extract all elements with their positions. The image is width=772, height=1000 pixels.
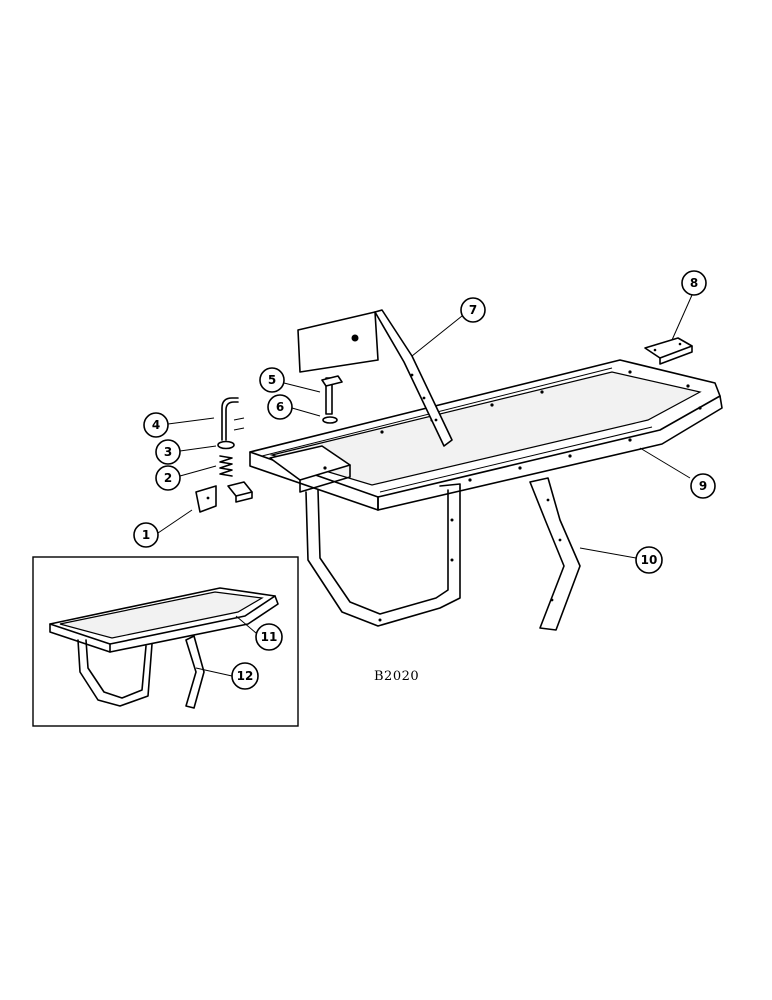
callout-1-label: 1 <box>142 528 150 542</box>
leg-brace <box>529 477 581 631</box>
tray-frame <box>249 359 723 511</box>
callout-9-label: 9 <box>699 479 707 493</box>
callout-10: 10 <box>635 546 663 574</box>
callout-6: 6 <box>267 394 293 420</box>
callout-12-label: 12 <box>237 669 254 683</box>
callout-7: 7 <box>460 297 486 323</box>
callout-4: 4 <box>143 412 169 438</box>
callout-11-label: 11 <box>261 630 278 644</box>
inset-view <box>32 556 299 727</box>
washer-3 <box>217 440 235 450</box>
callout-10-label: 10 <box>641 553 658 567</box>
callout-8-label: 8 <box>690 276 698 290</box>
leader-lines <box>157 294 693 677</box>
callout-3: 3 <box>155 439 181 465</box>
figure-id: B2020 <box>374 669 419 684</box>
pin-5 <box>321 375 343 415</box>
callout-7-label: 7 <box>469 303 477 317</box>
small-plate <box>644 337 693 365</box>
callout-9: 9 <box>690 473 716 499</box>
callout-5: 5 <box>259 367 285 393</box>
callout-11: 11 <box>255 623 283 651</box>
bracket-arm <box>297 309 453 447</box>
washer-6 <box>322 416 338 424</box>
rim-holes <box>323 370 702 482</box>
callout-4-label: 4 <box>152 418 160 432</box>
pin-4 <box>221 397 245 441</box>
bracket-1 <box>195 481 253 513</box>
callout-12: 12 <box>231 662 259 690</box>
callout-2: 2 <box>155 465 181 491</box>
loop-support <box>305 483 461 627</box>
callout-8: 8 <box>681 270 707 296</box>
callout-3-label: 3 <box>164 445 172 459</box>
spring-2 <box>219 455 233 477</box>
callout-1: 1 <box>133 522 159 548</box>
callout-2-label: 2 <box>164 471 172 485</box>
callout-5-label: 5 <box>268 373 276 387</box>
callout-6-label: 6 <box>276 400 284 414</box>
